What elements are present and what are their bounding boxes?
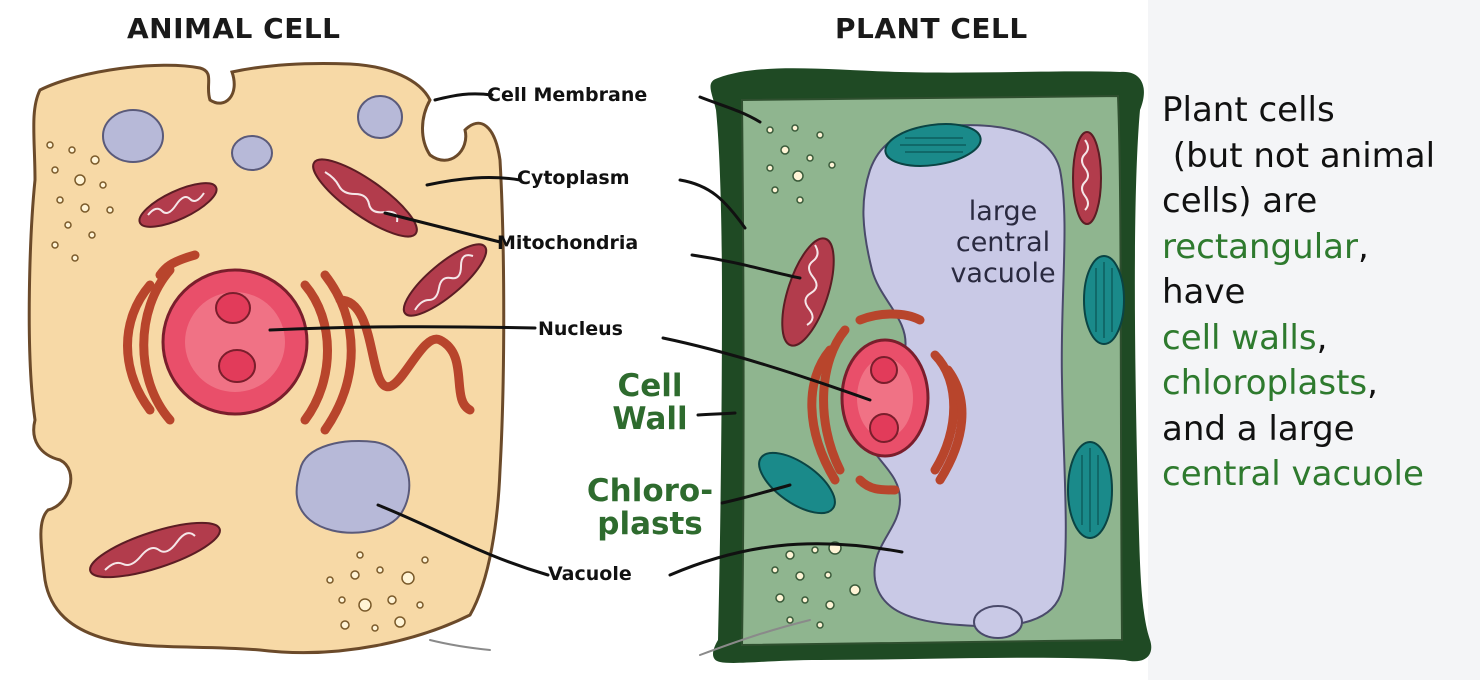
- label-cell-membrane: Cell Membrane: [487, 84, 647, 106]
- note-line: chloroplasts,: [1162, 361, 1478, 407]
- label-chloroplasts: Chloro- plasts: [570, 475, 730, 540]
- note-highlight: cell walls: [1162, 318, 1317, 358]
- label-chloroplasts-line1: Chloro-: [570, 475, 730, 508]
- label-lcv-line3: vacuole: [938, 258, 1068, 289]
- animal-vacuole: [297, 441, 410, 533]
- animal-nucleolus: [219, 350, 255, 382]
- label-nucleus: Nucleus: [538, 318, 623, 340]
- note-line: rectangular,: [1162, 225, 1478, 271]
- note-line: and a large: [1162, 407, 1478, 453]
- animal-small-vacuole: [232, 136, 272, 170]
- plant-nucleolus: [870, 414, 898, 442]
- label-cell-wall-line1: Cell: [600, 370, 700, 403]
- note-highlight: central vacuole: [1162, 454, 1424, 494]
- note-punct: ,: [1367, 363, 1378, 403]
- note-punct: ,: [1358, 227, 1369, 267]
- label-cytoplasm: Cytoplasm: [517, 167, 630, 189]
- note-line: cells) are: [1162, 179, 1478, 225]
- label-mitochondria: Mitochondria: [497, 232, 638, 254]
- note-line: have: [1162, 270, 1478, 316]
- animal-small-vacuole: [358, 96, 402, 138]
- note-highlight: rectangular: [1162, 227, 1358, 267]
- label-large-central-vacuole: large central vacuole: [938, 196, 1068, 289]
- label-vacuole: Vacuole: [548, 563, 632, 585]
- comparison-note: Plant cells (but not animal cells) are r…: [1162, 88, 1478, 498]
- plant-cell-heading: PLANT CELL: [835, 12, 1028, 45]
- animal-small-vacuole: [103, 110, 163, 162]
- animal-nucleolus: [216, 293, 250, 323]
- label-cell-wall: Cell Wall: [600, 370, 700, 435]
- plant-small-vacuole: [974, 606, 1022, 638]
- label-cell-wall-line2: Wall: [600, 403, 700, 436]
- note-line: (but not animal: [1162, 134, 1478, 180]
- note-line: central vacuole: [1162, 452, 1478, 498]
- label-chloroplasts-line2: plasts: [570, 508, 730, 541]
- label-lcv-line2: central: [938, 227, 1068, 258]
- label-lcv-line1: large: [938, 196, 1068, 227]
- plant-nucleolus: [871, 357, 897, 383]
- note-highlight: chloroplasts: [1162, 363, 1367, 403]
- note-line: cell walls,: [1162, 316, 1478, 362]
- note-punct: ,: [1317, 318, 1328, 358]
- animal-cell-heading: ANIMAL CELL: [127, 12, 341, 45]
- note-line: Plant cells: [1162, 88, 1478, 134]
